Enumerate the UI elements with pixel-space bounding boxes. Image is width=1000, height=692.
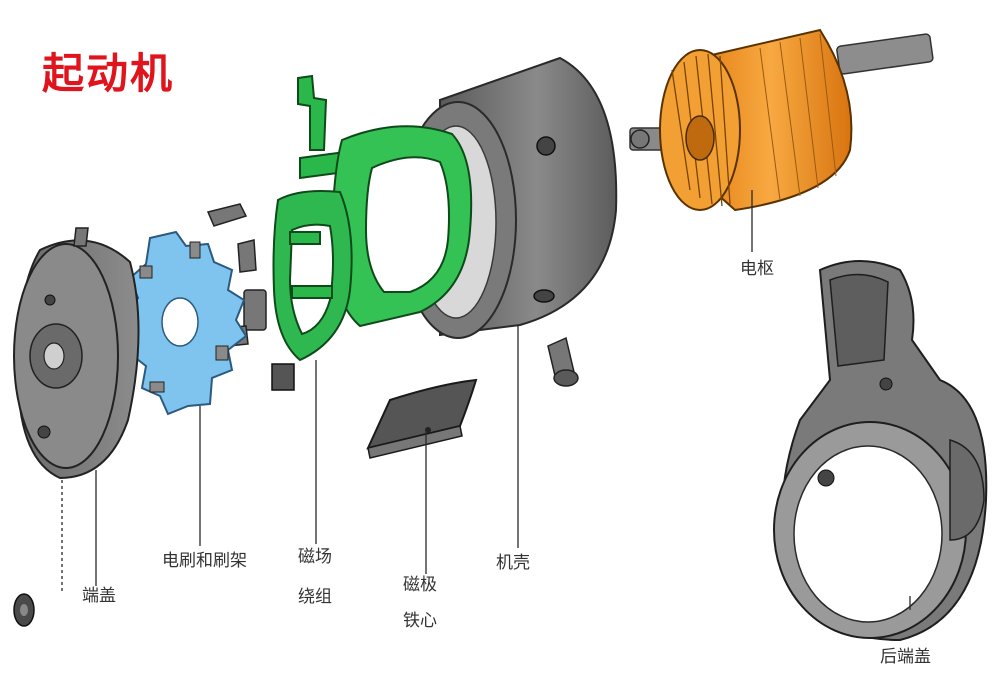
label-end-cover: 端盖: [82, 586, 116, 606]
armature: [629, 28, 934, 212]
label-brush-holder: 电刷和刷架: [162, 551, 247, 571]
bolt: [547, 336, 579, 387]
label-field-coil-line2: 绕组: [298, 587, 332, 607]
label-housing: 机壳: [496, 553, 530, 573]
label-pole-core-line2: 铁心: [403, 611, 437, 631]
leader-lines: [61, 190, 911, 610]
end-cover: [13, 227, 140, 480]
label-rear-end-cover: 后端盖: [880, 647, 931, 667]
field-coil: [272, 74, 473, 362]
field-coil-terminal: [271, 363, 295, 391]
brush-holder: [122, 230, 248, 416]
end-cover-screw: [13, 593, 35, 627]
label-armature: 电枢: [740, 259, 774, 279]
pole-core: [366, 378, 478, 459]
rear-end-cover: [773, 260, 988, 642]
diagram-title: 起动机: [42, 49, 175, 98]
label-field-coil-line1: 磁场: [298, 547, 332, 567]
label-pole-core-line1: 磁极: [403, 575, 437, 595]
